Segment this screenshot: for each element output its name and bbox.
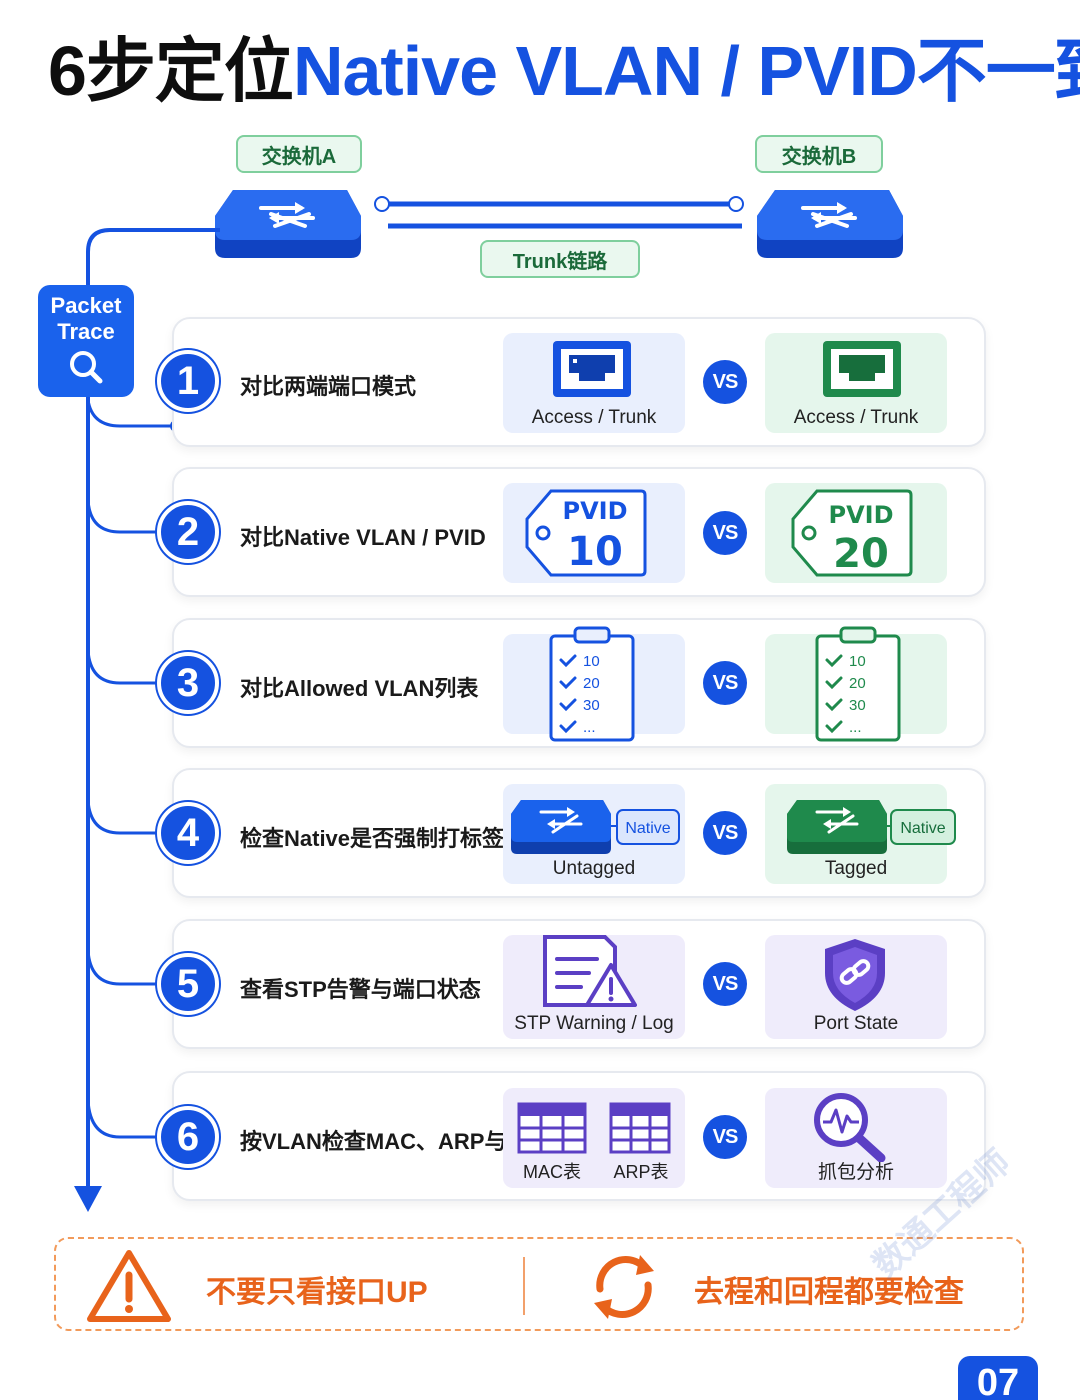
step2-right-tag-title: PVID [828,501,893,529]
step2-left-panel: PVID 10 [503,483,685,583]
ethernet-port-icon [823,341,901,397]
step-label-1: 对比两端端口模式 [240,374,417,399]
footer-tips: 不要只看接口UP 去程和回程都要检查 [54,1237,1024,1331]
switch-icon: Native [511,800,680,854]
step-label-2: 对比Native VLAN / PVID [240,525,486,550]
arp-table-icon [609,1102,671,1154]
step-number-4: 4 [157,802,219,864]
flow-connector [74,228,220,1212]
ethernet-port-icon [553,341,631,397]
step3-left-item-3: 30 [583,697,600,714]
step4-left-native-tag: Native [625,820,670,837]
step1-right-panel: Access / Trunk [765,333,947,433]
step-label-6: 按VLAN检查MAC、ARP与抓包 [240,1129,551,1154]
shield-link-icon [825,939,885,1011]
step-number-2: 2 [157,501,219,563]
switch-icon: Native [787,800,956,854]
packet-trace-line1: Packet [50,293,122,318]
step1-right-caption: Access / Trunk [793,407,919,428]
title-part1: 6步定位 [48,32,294,110]
step2-right-tag-value: 20 [833,531,889,577]
step6-vs: VS [703,1115,747,1159]
clipboard-checklist-icon: 10 20 30 ... [815,626,901,742]
step2-left-tag-title: PVID [562,497,627,525]
step6-right-caption: 抓包分析 [817,1162,894,1183]
step-number-5: 5 [157,953,219,1015]
step5-left-panel: STP Warning / Log [503,935,685,1039]
step-number-6: 6 [157,1106,219,1168]
step-number-3: 3 [157,652,219,714]
clipboard-checklist-icon: 10 20 30 ... [549,626,635,742]
mac-table-icon [517,1102,587,1154]
footer-tip-left: 不要只看接口UP [206,1276,428,1309]
step2-left-tag-value: 10 [567,529,623,575]
tag-icon: PVID 20 [791,489,913,577]
refresh-cycle-icon [594,1255,654,1319]
step4-right-panel: Native Tagged [765,784,956,884]
step-number-1: 1 [157,350,219,412]
step3-left-item-1: 10 [583,653,600,670]
step3-right-item-1: 10 [849,653,866,670]
step5-right-caption: Port State [813,1013,899,1034]
trunk-link [374,196,744,229]
step3-right-item-3: 30 [849,697,866,714]
switch-a-icon [215,190,361,258]
step2-vs: VS [703,511,747,555]
trunk-link-label: Trunk链路 [480,240,640,278]
packet-trace-line2: Trace [57,319,115,344]
step5-vs: VS [703,962,747,1006]
magnifier-icon [70,351,103,384]
step6-left-panel: MAC表 ARP表 [503,1088,685,1188]
step3-left-item-4: ... [583,719,596,736]
packet-trace-badge: Packet Trace [38,285,134,397]
step5-right-panel: Port State [765,935,947,1039]
step4-right-native-tag: Native [900,820,945,837]
step5-left-caption: STP Warning / Log [514,1013,674,1034]
step3-left-item-2: 20 [583,675,600,692]
title-part2: Native VLAN / PVID不一致 [292,32,1080,110]
page-number: 07 [958,1356,1038,1400]
step3-right-item-4: ... [849,719,862,736]
step2-right-panel: PVID 20 [765,483,947,583]
page-title: 6步定位Native VLAN / PVID不一致 [48,26,1080,116]
step6-mac-caption: MAC表 [523,1162,581,1182]
packet-capture-magnifier-icon [814,1093,886,1162]
step-label-3: 对比Allowed VLAN列表 [240,676,479,701]
step3-left-panel: 10 20 30 ... [503,626,685,742]
switch-b-label: 交换机B [755,135,883,173]
step-label-5: 查看STP告警与端口状态 [240,977,481,1002]
step1-left-caption: Access / Trunk [531,407,657,428]
step3-right-panel: 10 20 30 ... [765,626,947,742]
step4-left-panel: Native Untagged [503,784,685,884]
step4-right-caption: Tagged [824,858,888,879]
tag-icon: PVID 10 [525,489,647,577]
step4-left-caption: Untagged [552,858,636,879]
step1-vs: VS [703,360,747,404]
switch-a-label: 交换机A [236,135,362,173]
footer-divider [523,1257,525,1315]
step6-right-panel: 抓包分析 [765,1088,947,1188]
step1-left-panel: Access / Trunk [503,333,685,433]
step-label-4: 检查Native是否强制打标签 [240,826,505,851]
footer-tip-right: 去程和回程都要检查 [694,1276,964,1309]
switch-b-icon [757,190,903,258]
step3-right-item-2: 20 [849,675,866,692]
warning-icon [87,1250,171,1322]
step6-arp-caption: ARP表 [613,1162,669,1182]
step4-vs: VS [703,811,747,855]
warning-log-icon [543,935,637,1007]
step3-vs: VS [703,661,747,705]
